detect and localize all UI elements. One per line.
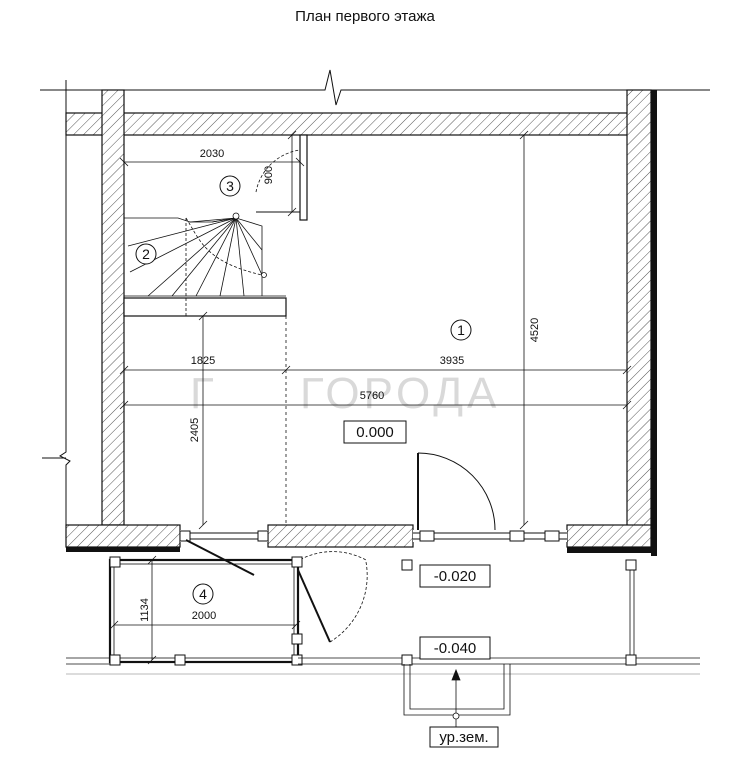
room-4-label: 4: [199, 586, 207, 602]
porch-inner-door-leaf: [297, 569, 331, 643]
level-porch-box: [419, 564, 491, 588]
porch: [66, 556, 700, 675]
wall-right: [626, 89, 652, 551]
level-ground-box: [429, 726, 499, 748]
room-2-marker: [135, 243, 157, 265]
wall-bottom-right: [566, 524, 652, 548]
level-floor: 0.000: [356, 424, 394, 441]
dim-2000: 2000: [192, 610, 216, 622]
walls: [65, 89, 657, 556]
wall-bottom-middle: [267, 524, 414, 548]
dim-900: 900: [263, 166, 275, 184]
level-step: -0.040: [434, 640, 477, 657]
dim-3935: 3935: [440, 355, 464, 367]
stair: [123, 212, 287, 317]
window-frame-right: [544, 530, 560, 542]
watermark-text: ГОРОДА: [300, 369, 500, 418]
wall-bottom-left-insulation: [66, 547, 180, 552]
wall-bottom-insulation: [567, 547, 657, 553]
level-marks: 0.000 -0.020 -0.040 ур.зем.: [343, 420, 499, 748]
level-ground: ур.зем.: [439, 729, 488, 746]
partition-room-3: [299, 134, 308, 221]
level-step-box: [419, 636, 491, 660]
entrance-steps: [403, 664, 511, 730]
doors: [185, 149, 496, 643]
dimension-labels: 2030 900 1825 3935 5760 4520 2405 1134 2…: [139, 148, 541, 622]
section-lines: [124, 218, 627, 525]
wall-bottom-left: [65, 524, 181, 548]
watermark-mark: Г: [190, 369, 218, 418]
porch-enclosure: [108, 558, 300, 664]
room-1-marker: [450, 319, 472, 341]
plan-title: План первого этажа: [295, 8, 435, 25]
dim-2030: 2030: [200, 148, 224, 160]
wall-right-insulation: [651, 90, 657, 556]
porch-door-leaf: [185, 539, 255, 576]
stair-landing: [123, 297, 287, 317]
watermark: Г ГОРОДА: [190, 369, 500, 418]
stair-start-marker: [232, 212, 240, 220]
break-lines: [40, 69, 710, 530]
wall-top: [65, 112, 630, 136]
level-porch: -0.020: [434, 568, 477, 585]
dimension-lines: [109, 130, 632, 665]
window-frame-mid: [509, 530, 525, 542]
room-1-label: 1: [457, 322, 465, 338]
room-markers: [135, 175, 472, 605]
dim-5760: 5760: [360, 390, 384, 402]
entrance-door-swing: [417, 452, 496, 531]
window-frame-left: [419, 530, 435, 542]
dim-1825: 1825: [191, 355, 215, 367]
room-4-marker: [192, 583, 214, 605]
room-2-label: 2: [142, 246, 150, 262]
windows: [179, 530, 567, 542]
level-floor-box: [343, 420, 407, 444]
dim-4520: 4520: [529, 318, 541, 342]
room-3-marker: [219, 175, 241, 197]
window-frame-porch-right: [257, 530, 269, 542]
dim-1134: 1134: [139, 598, 151, 622]
room-3-door-swing: [255, 149, 301, 193]
wall-left: [101, 89, 125, 526]
window-frame-porch-left: [179, 530, 191, 542]
dim-2405: 2405: [189, 418, 201, 442]
room-3-label: 3: [226, 178, 234, 194]
